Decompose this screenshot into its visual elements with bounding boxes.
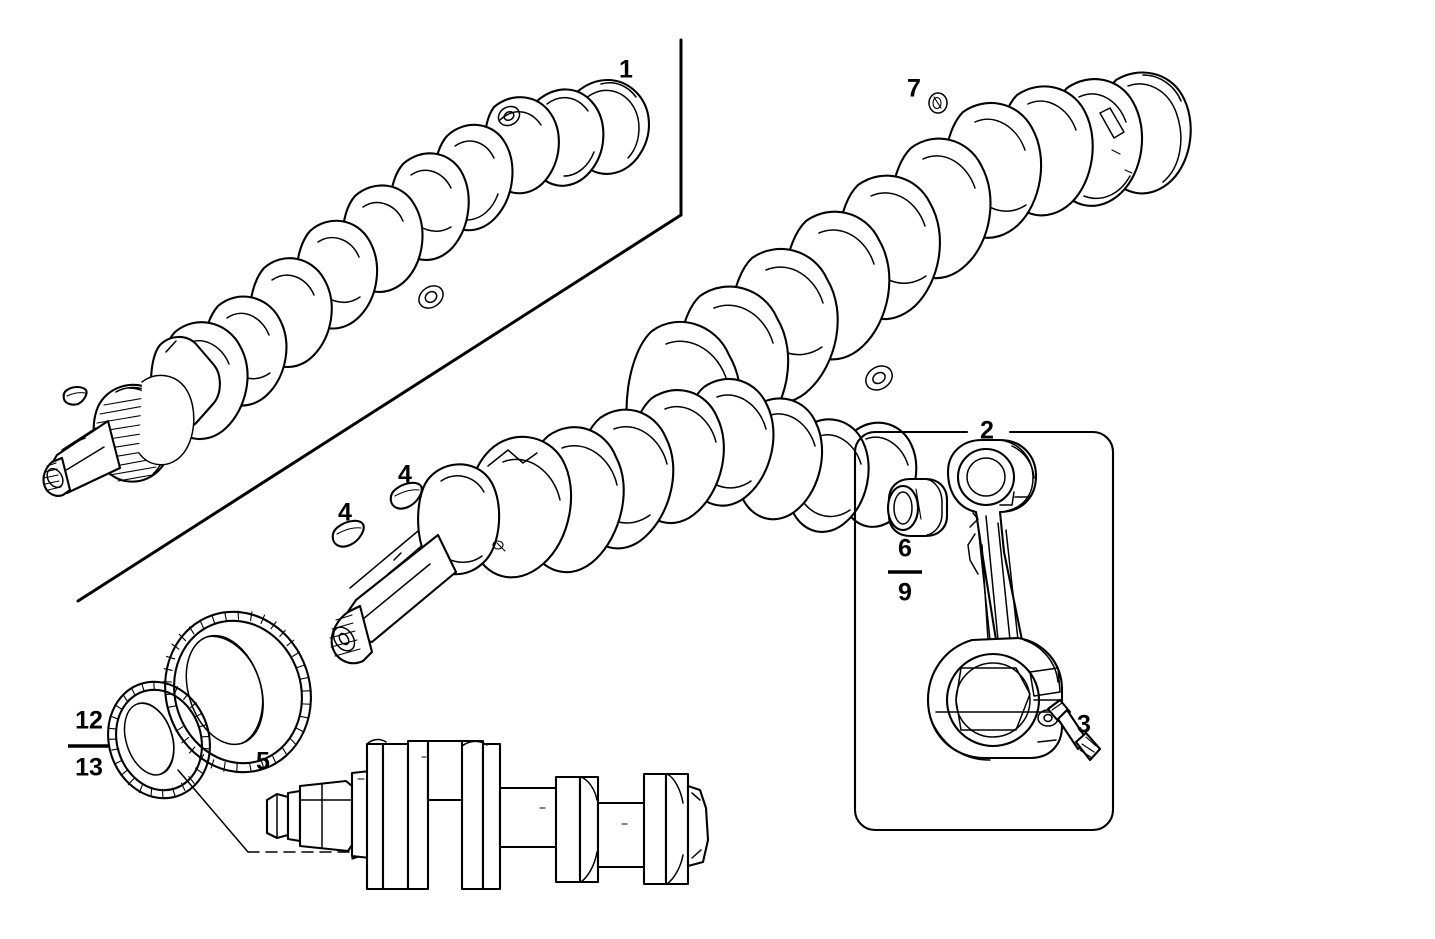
callout-9-denominator: 9 (898, 579, 912, 607)
timing-gear-large (162, 610, 312, 774)
woodruff-key-a (389, 481, 423, 510)
callout-3: 3 (1077, 711, 1091, 739)
connecting-rod-part (926, 438, 1064, 761)
rod-shank-ribs (967, 515, 1019, 641)
callout-labels: 1 7 2 3 4 4 5 (256, 56, 1091, 776)
callout-4-b: 4 (338, 499, 352, 527)
timing-gear-small (107, 680, 211, 800)
callout-2: 2 (980, 417, 994, 445)
callout-6-numerator: 6 (898, 535, 912, 563)
fraction-callout-6-9: 6 9 (888, 535, 922, 607)
crankshaft-upper (42, 79, 650, 497)
group-1-boundary (76, 38, 683, 603)
connecting-rod-bushing (886, 477, 949, 538)
callout-4-a: 4 (398, 461, 412, 489)
callout-5: 5 (256, 748, 270, 776)
fraction-callout-12-13: 12 13 (68, 707, 110, 782)
callout-7: 7 (907, 75, 921, 103)
connecting-rod-bolt (1046, 698, 1102, 762)
dowel-pin-part (928, 92, 948, 114)
crankshaft-detail-schematic (265, 738, 710, 891)
woodruff-key-upper (62, 385, 88, 406)
connecting-rod-group-box (853, 430, 1115, 832)
callout-12-numerator: 12 (75, 707, 103, 735)
callout-13-denominator: 13 (75, 754, 103, 782)
callout-1: 1 (619, 56, 633, 84)
crankshaft-middle (329, 378, 918, 665)
woodruff-key-b (331, 519, 365, 548)
